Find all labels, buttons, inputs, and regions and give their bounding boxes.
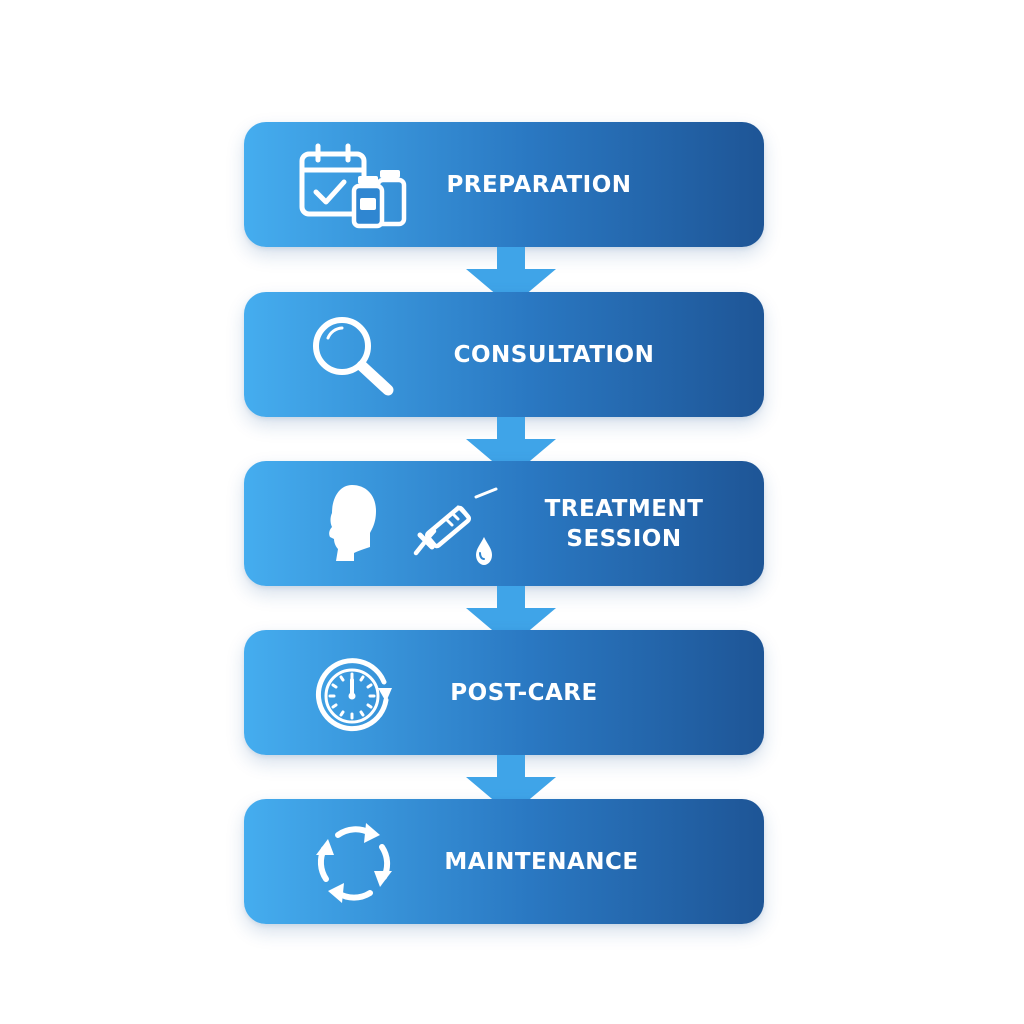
step-post-care: POST-CARE xyxy=(244,630,764,755)
step-label: TREATMENT SESSION xyxy=(519,461,729,586)
step-label: MAINTENANCE xyxy=(444,848,639,875)
step-maintenance: MAINTENANCE xyxy=(244,799,764,924)
flow-arrow xyxy=(466,247,556,307)
clock-icon xyxy=(312,652,396,741)
step-treatment-session: TREATMENT SESSION xyxy=(244,461,764,586)
head-profile-icon xyxy=(328,483,378,568)
step-label-line: TREATMENT xyxy=(544,495,704,522)
step-label: POST-CARE xyxy=(450,679,598,706)
step-consultation: CONSULTATION xyxy=(244,292,764,417)
cycle-arrows-icon xyxy=(314,821,394,910)
step-label: CONSULTATION xyxy=(453,341,655,368)
step-preparation: PREPARATION xyxy=(244,122,764,247)
step-label: PREPARATION xyxy=(446,171,632,198)
flow-arrow xyxy=(466,586,556,646)
flow-arrow xyxy=(466,755,556,815)
syringe-drop-icon xyxy=(413,487,500,574)
flow-arrow xyxy=(466,417,556,477)
step-label-line: SESSION xyxy=(566,525,682,552)
magnifying-glass-icon xyxy=(308,314,400,405)
medicine-bottles-icon xyxy=(351,168,408,235)
